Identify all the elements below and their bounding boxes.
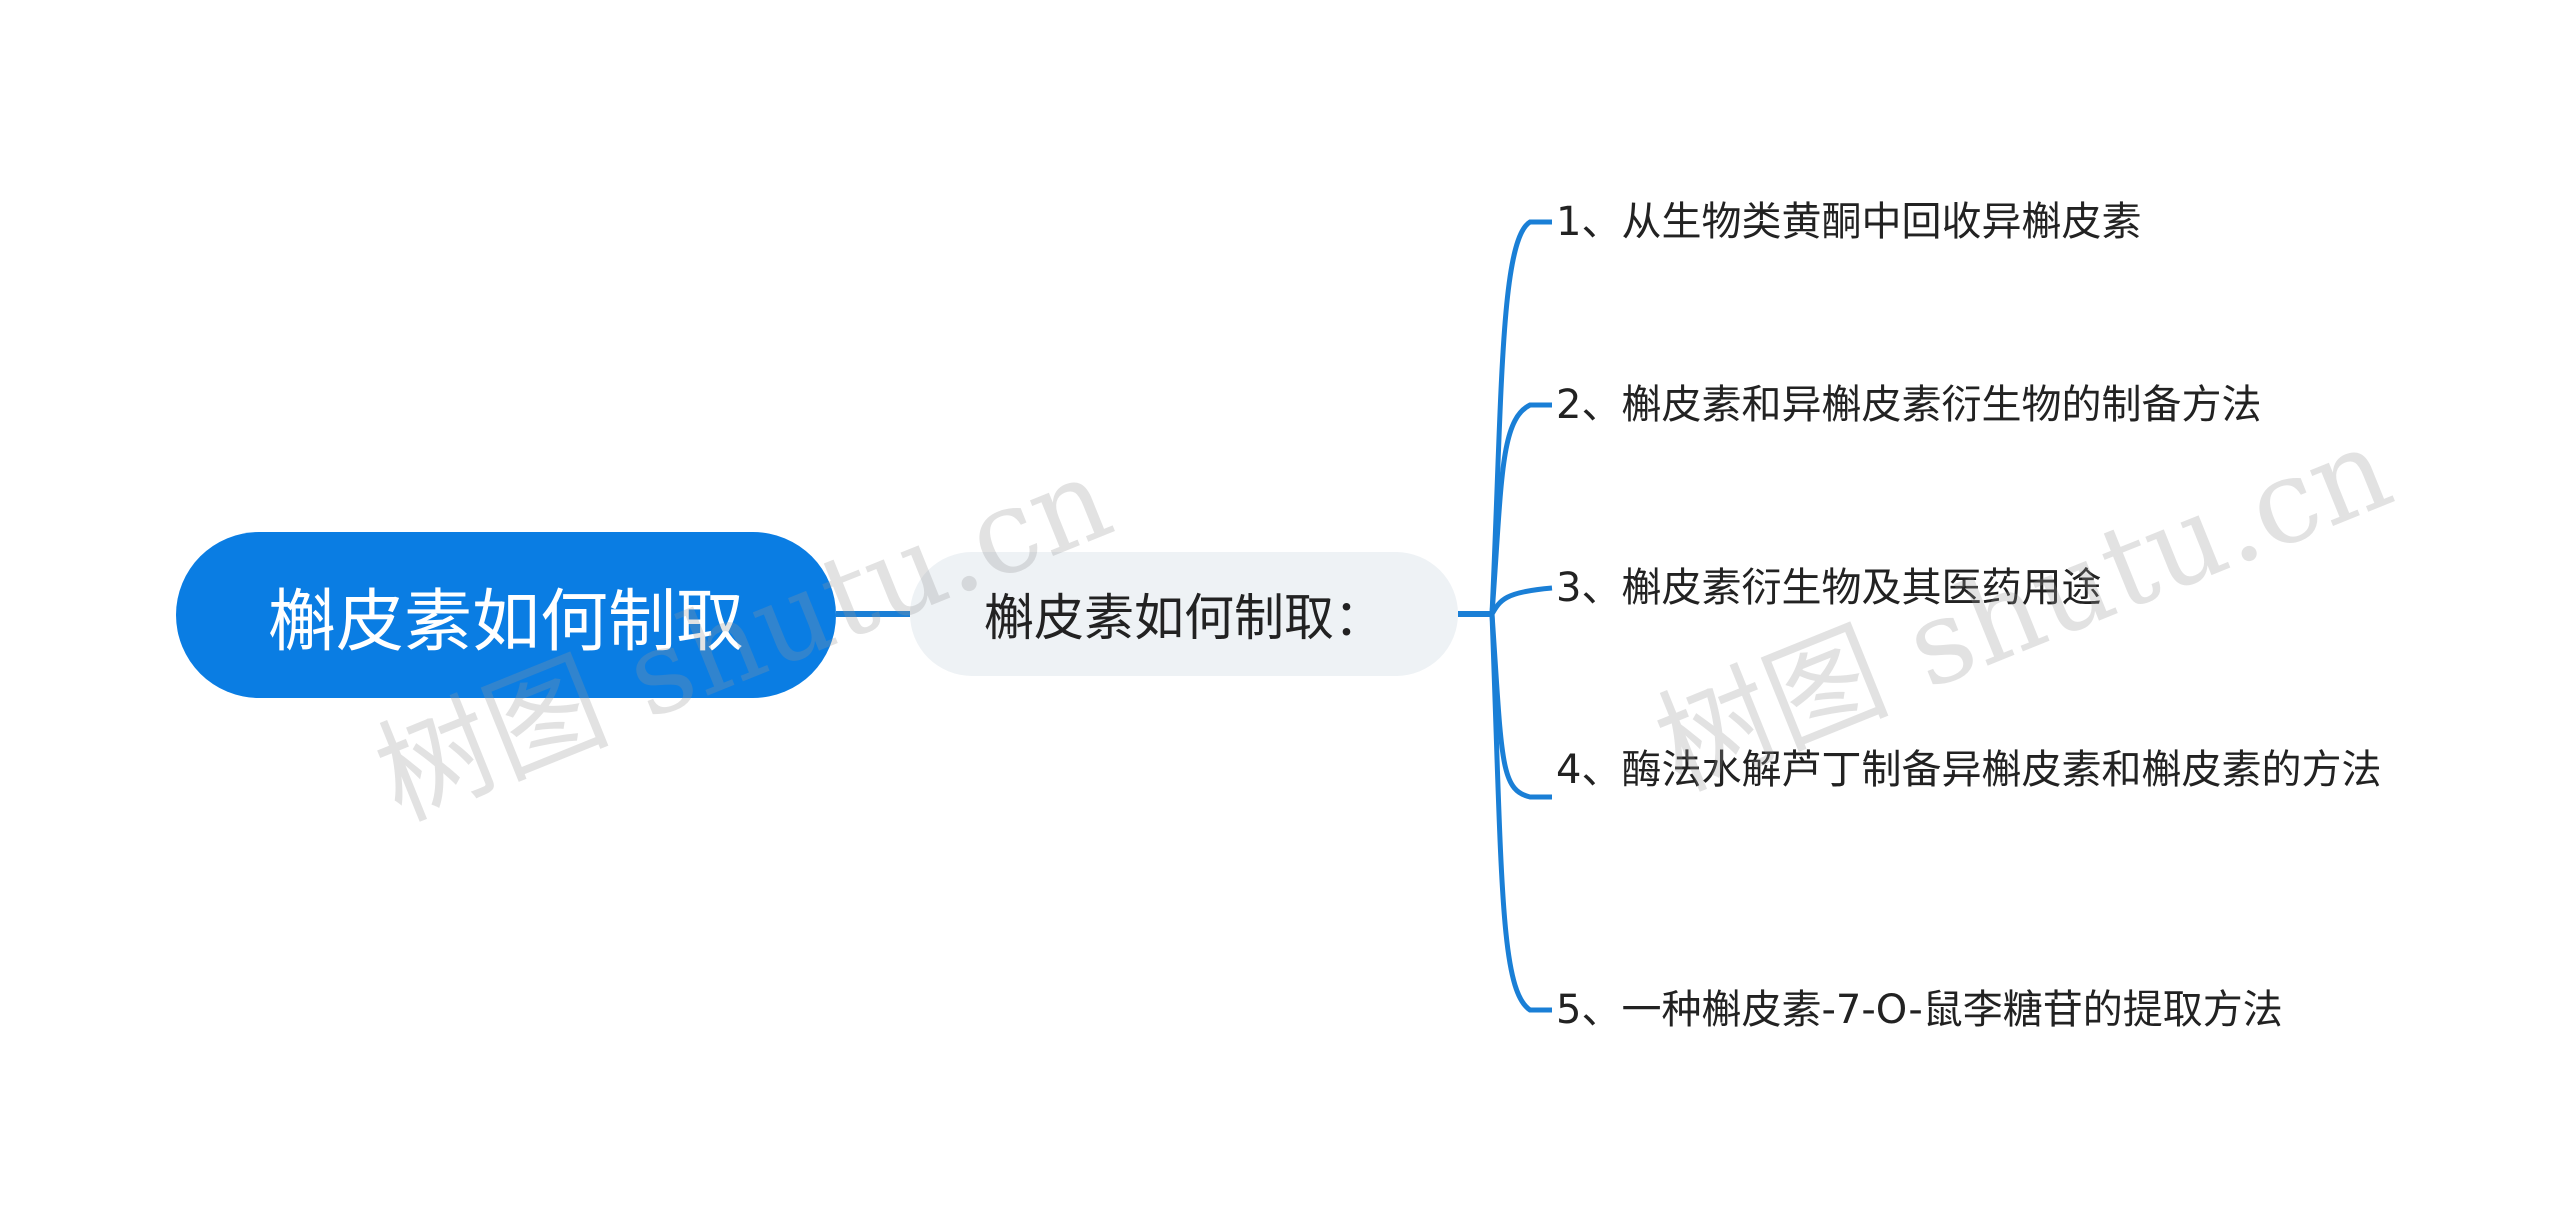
leaf-3-connector <box>1489 585 1553 616</box>
leaf-4-connector <box>1489 613 1552 800</box>
leaf-1-connector <box>1489 219 1552 615</box>
leaf-topic-2[interactable]: 2、槲皮素和异槲皮素衍生物的制备方法 <box>1556 379 2406 431</box>
root-topic[interactable]: 槲皮素如何制取 <box>176 532 836 698</box>
branch-topic-label: 槲皮素如何制取： <box>984 589 1384 647</box>
leaf-topic-3[interactable]: 3、槲皮素衍生物及其医药用途 <box>1556 562 2406 614</box>
leaf-topic-5[interactable]: 5、一种槲皮素-7-O-鼠李糖苷的提取方法 <box>1556 984 2406 1036</box>
leaf-topic-label: 1、从生物类黄酮中回收异槲皮素 <box>1556 199 2142 245</box>
leaf-topic-label: 2、槲皮素和异槲皮素衍生物的制备方法 <box>1556 382 2262 428</box>
leaf-5-connector <box>1489 613 1552 1013</box>
branch-topic[interactable]: 槲皮素如何制取： <box>910 552 1458 676</box>
leaf-topic-4[interactable]: 4、酶法水解芦丁制备异槲皮素和槲皮素的方法 <box>1556 744 2386 796</box>
leaf-2-connector <box>1489 402 1552 615</box>
leaf-topic-label: 5、一种槲皮素-7-O-鼠李糖苷的提取方法 <box>1556 987 2283 1033</box>
root-topic-label: 槲皮素如何制取 <box>267 582 744 662</box>
leaf-topic-label: 3、槲皮素衍生物及其医药用途 <box>1556 565 2102 611</box>
leaf-topic-label: 4、酶法水解芦丁制备异槲皮素和槲皮素的方法 <box>1556 747 2382 793</box>
leaf-topic-1[interactable]: 1、从生物类黄酮中回收异槲皮素 <box>1556 196 2406 248</box>
